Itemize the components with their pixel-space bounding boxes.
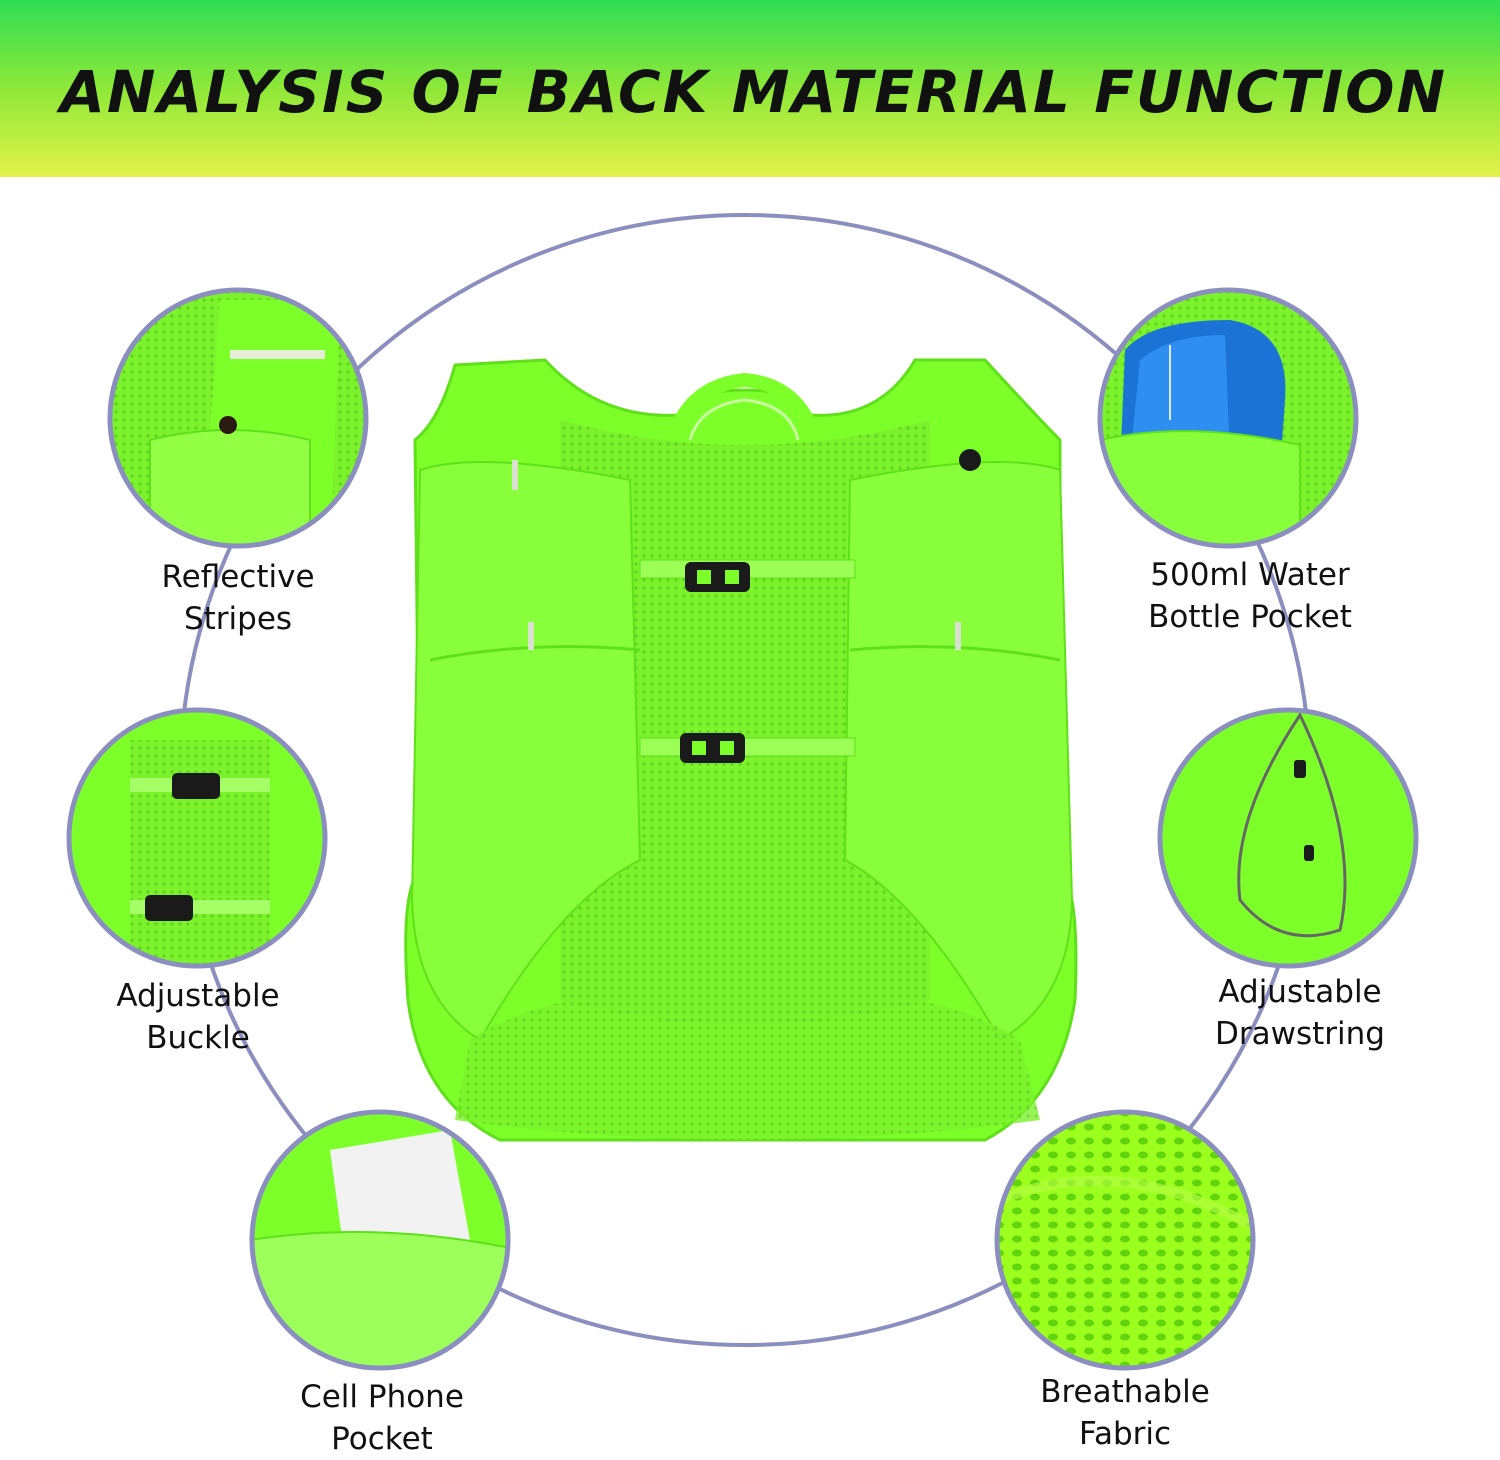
feature-label-reflective-stripes: Reflective Stripes	[161, 559, 315, 637]
reflective-stripe-icon	[107, 287, 369, 549]
vest-buckle-lower	[680, 733, 745, 763]
vest-back-view	[404, 358, 1078, 1142]
vest-buckle-upper	[685, 562, 750, 592]
buckle-icon	[66, 707, 328, 969]
header-banner: ANALYSIS OF BACK MATERIAL FUNCTION	[0, 0, 1500, 177]
water-bottle-icon	[1097, 287, 1359, 549]
feature-label-adjustable-drawstring: Adjustable Drawstring	[1215, 974, 1385, 1052]
page-title: ANALYSIS OF BACK MATERIAL FUNCTION	[60, 58, 1448, 126]
mesh-fabric-icon	[994, 1109, 1256, 1371]
drawstring-icon	[1157, 707, 1419, 969]
feature-label-adjustable-buckle: Adjustable Buckle	[116, 978, 280, 1056]
feature-label-water-bottle-pocket: 500ml Water Bottle Pocket	[1148, 557, 1352, 635]
feature-label-breathable-fabric: Breathable Fabric	[1040, 1374, 1210, 1452]
phone-pocket-icon	[249, 1109, 511, 1371]
feature-label-cell-phone-pocket: Cell Phone Pocket	[300, 1379, 464, 1457]
